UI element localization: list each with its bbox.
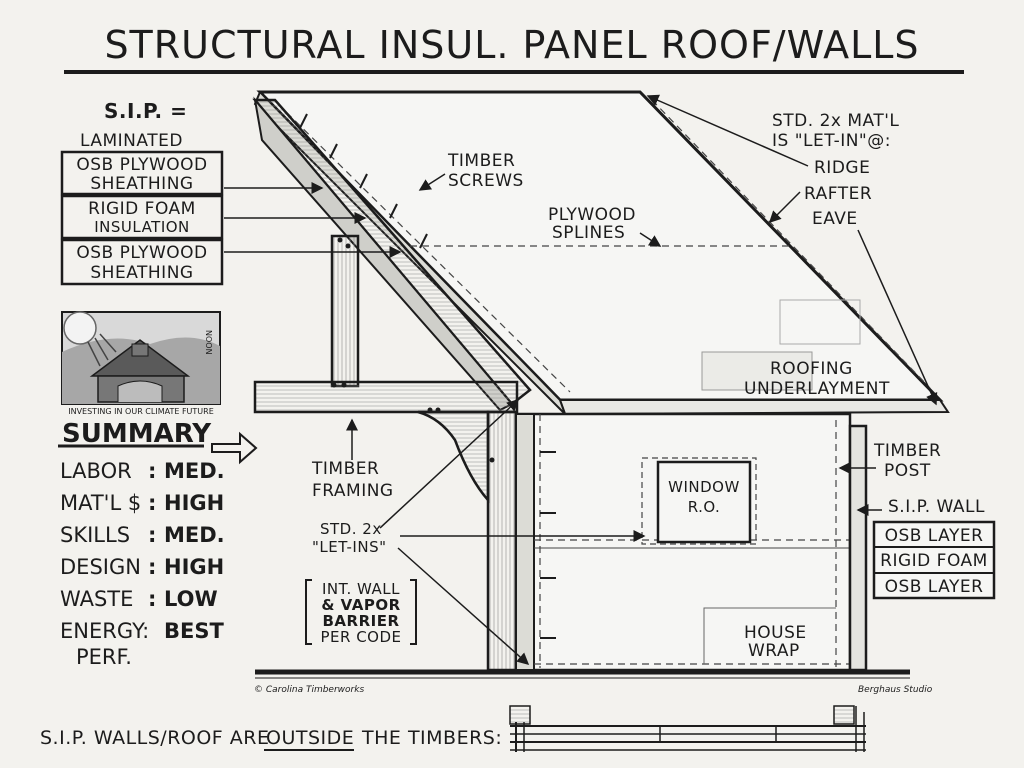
label-timber-screws-1: TIMBER [447,151,515,171]
summary-value-energy: BEST [164,619,224,643]
thumbnail-side-text: NOON [204,330,213,355]
summary-key-waste: WASTE [60,587,133,611]
label-std-let-in-2: IS "LET-IN"@: [772,131,891,151]
label-timber-post-2: POST [884,461,931,481]
label-window-1: WINDOW [668,478,740,496]
label-window-2: R.O. [688,498,721,516]
label-timber-screws-2: SCREWS [448,171,524,191]
sip-layer-2-line2: INSULATION [94,218,190,236]
sip-def-heading: S.I.P. = [104,99,187,123]
summary-sep-2: : [148,491,156,515]
summary-sep-5: : [148,587,156,611]
label-plywood-splines-1: PLYWOOD [548,205,636,225]
label-ridge: RIDGE [814,158,870,178]
wall-layer-2: RIGID FOAM [880,551,988,571]
summary-panel: SUMMARY LABOR : MED. MAT'L $ : HIGH SKIL… [58,419,258,669]
label-int-wall-2: & VAPOR [321,596,400,614]
label-int-wall-4: PER CODE [320,628,401,646]
summary-sep-4: : [148,555,156,579]
label-house-wrap-2: WRAP [748,641,800,661]
summary-sep-3: : [148,523,156,547]
sip-layer-2-line1: RIGID FOAM [88,199,196,219]
label-std-let-in-1: STD. 2x MAT'L [772,111,899,131]
label-house-wrap-1: HOUSE [744,623,807,643]
label-timber-framing-2: FRAMING [312,481,394,501]
credit-left: © Carolina Timberworks [254,685,364,695]
label-plywood-splines-2: SPLINES [552,223,625,243]
sip-definition: S.I.P. = LAMINATED OSB PLYWOOD SHEATHING… [60,99,402,286]
summary-value-material: HIGH [164,491,224,515]
sip-layer-3-line1: OSB PLYWOOD [76,243,207,263]
label-roofing-underlayment-1: ROOFING [770,359,853,379]
sip-layer-3-line2: SHEATHING [90,263,193,283]
label-roofing-underlayment-2: UNDERLAYMENT [744,379,890,399]
summary-sep-1: : [148,459,156,483]
summary-energy-suffix: PERF. [76,645,132,669]
sip-def-subheading: LAMINATED [80,131,183,151]
sip-layer-1-line1: OSB PLYWOOD [76,155,207,175]
label-timber-post-1: TIMBER [873,441,941,461]
climate-thumbnail: INVESTING IN OUR CLIMATE FUTURE NOON [61,311,221,416]
summary-value-skills: MED. [164,523,225,547]
wall-panel [255,412,910,679]
footer-emphasis: OUTSIDE [266,727,354,749]
thumbnail-caption: INVESTING IN OUR CLIMATE FUTURE [68,407,214,416]
plan-section-sketch [509,705,866,752]
credit-right: Berghaus Studio [858,685,933,695]
wall-layer-3: OSB LAYER [885,577,984,597]
sip-layer-1-line2: SHEATHING [90,174,193,194]
summary-key-energy: ENERGY: [60,619,149,643]
wall-layer-1: OSB LAYER [885,526,984,546]
summary-key-skills: SKILLS [60,523,130,547]
page-title: STRUCTURAL INSUL. PANEL ROOF/WALLS [104,23,919,67]
summary-key-labor: LABOR [60,459,132,483]
footer-suffix: THE TIMBERS: [361,727,502,749]
label-std-2x-let-ins-2: "LET-INS" [312,538,387,556]
summary-value-labor: MED. [164,459,225,483]
label-rafter: RAFTER [804,184,872,204]
footer: S.I.P. WALLS/ROOF ARE OUTSIDE THE TIMBER… [40,705,866,752]
timber-frame [253,234,519,672]
summary-value-design: HIGH [164,555,224,579]
label-int-wall-3: BARRIER [322,612,399,630]
summary-key-design: DESIGN [60,555,141,579]
label-int-wall-1: INT. WALL [322,580,400,598]
summary-arrow-icon [211,431,258,465]
summary-heading: SUMMARY [62,419,212,449]
label-std-2x-let-ins-1: STD. 2x [320,520,382,538]
summary-key-material: MAT'L $ [60,491,141,515]
label-timber-framing-1: TIMBER [311,459,379,479]
label-eave: EAVE [812,209,858,229]
summary-value-waste: LOW [164,587,218,611]
label-sip-wall: S.I.P. WALL [888,497,985,517]
footer-prefix: S.I.P. WALLS/ROOF ARE [40,727,269,749]
annotations: TIMBER SCREWS PLYWOOD SPLINES STD. 2x MA… [305,94,996,665]
